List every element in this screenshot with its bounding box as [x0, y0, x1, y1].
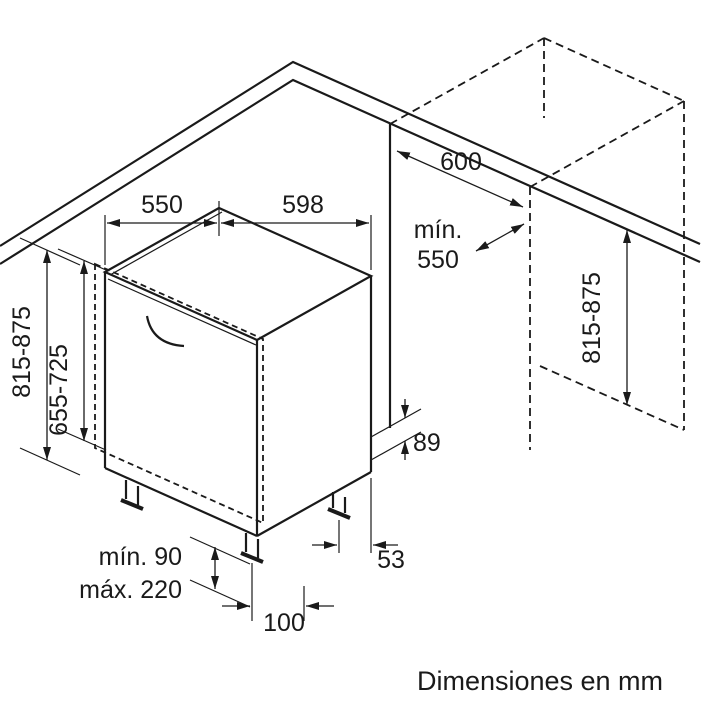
appliance-side-bottom-edge — [256, 471, 372, 537]
niche-floor-edge — [539, 365, 685, 431]
dim-line-min550 — [475, 223, 525, 252]
foot-front-left — [120, 480, 144, 511]
dim-89-label: 89 — [413, 429, 441, 457]
dim-600-label: 600 — [440, 148, 482, 176]
top-face-front-seam — [107, 278, 257, 346]
niche-depth-edge-left — [389, 37, 545, 125]
dim-100-label: 100 — [263, 609, 305, 637]
ext-line — [189, 536, 251, 565]
dim-550-label: 550 — [141, 191, 183, 219]
appliance-top-face — [102, 206, 374, 342]
niche-depth-edge-right — [529, 100, 685, 188]
ext-line — [19, 447, 81, 476]
door-handle-arc — [145, 315, 185, 348]
dim-598-label: 598 — [282, 191, 324, 219]
dim-53-label: 53 — [377, 546, 405, 574]
ext-line — [189, 579, 251, 608]
worktop-bottom-edge — [0, 78, 701, 265]
units-caption: Dimensiones en mm — [417, 666, 663, 696]
dim-815-right-label: 815-875 — [578, 272, 606, 364]
appliance-front-bottom-edge — [104, 466, 258, 538]
niche-back-top-edge — [543, 37, 685, 102]
dim-815-left-label: 815-875 — [8, 306, 36, 398]
furniture-door-outline — [94, 262, 264, 525]
foot-back-right — [327, 492, 351, 520]
ext-line — [19, 237, 81, 266]
foot-front-right — [240, 533, 264, 564]
ext-line — [57, 248, 107, 271]
dim-line-600 — [396, 150, 524, 208]
top-face-left-seam — [109, 211, 223, 276]
ext-line — [370, 431, 422, 461]
dim-plinth-max-label: máx. 220 — [79, 576, 182, 604]
dim-655-label: 655-725 — [45, 344, 73, 436]
dim-plinth-min-label: mín. 90 — [99, 543, 182, 571]
dim-min550-label-line2: 550 — [417, 246, 459, 274]
ext-line — [370, 408, 422, 438]
worktop-top-edge — [0, 60, 701, 247]
dim-min550-label-line1: mín. — [414, 216, 463, 244]
